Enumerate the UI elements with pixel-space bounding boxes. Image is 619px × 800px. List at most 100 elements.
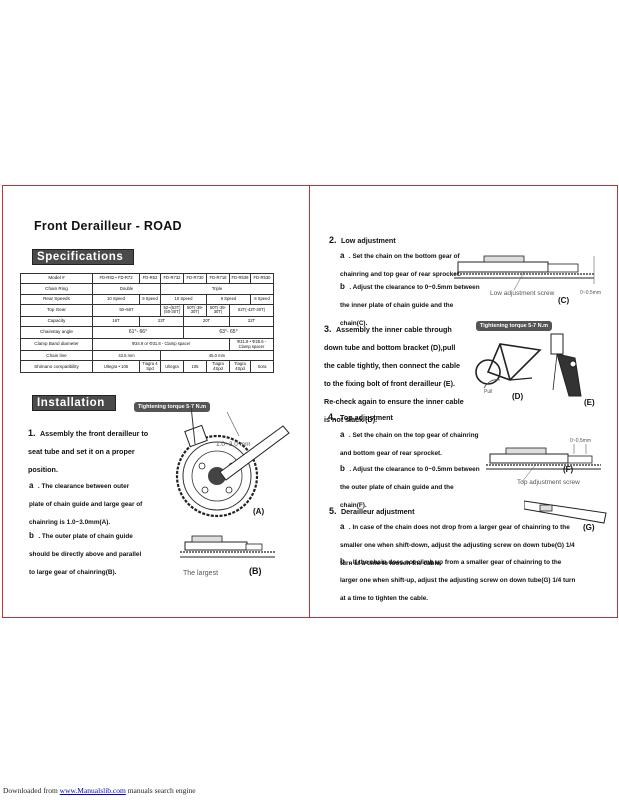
- table-cell: Tiagra 4Spd: [229, 360, 251, 374]
- table-cell: 52T(-42T-30T): [229, 303, 274, 317]
- sheet-right-border: [617, 186, 618, 617]
- table-cell: FD-R718: [206, 272, 230, 285]
- top-screw-label: Top adjustment screw: [517, 479, 580, 486]
- download-footer: Downloaded from www.Manualslib.com manua…: [3, 786, 196, 795]
- torque-badge: Tightening torque 5-7 N.m: [134, 402, 211, 412]
- sub-letter: a: [29, 481, 34, 490]
- table-row: Clamp Band diameter Φ34.9 or Φ31.8 - Cla…: [20, 338, 274, 352]
- step-1: 1. Assembly the front derailleur to seat…: [28, 423, 158, 477]
- table-cell: Φ34.9 or Φ31.8 - Clamp spacer: [92, 338, 230, 352]
- dimension-label-c: 0~0.5mm: [580, 290, 601, 296]
- installation-heading: Installation: [32, 395, 116, 411]
- sub-text: . Adjust the clearance to 0~0.5mm betwee…: [340, 284, 480, 327]
- step-1b: b . The outer plate of chain guide shoul…: [29, 525, 145, 579]
- spec-table: Model # FD-R82 • FD-R72 FD-R52 FD-R732 F…: [20, 272, 274, 374]
- step-4b: b . Adjust the clearance to 0~0.5mm betw…: [340, 458, 480, 512]
- table-cell: Ultegra • 105: [92, 360, 140, 374]
- row-label-shimano: Shimano compatibility: [20, 360, 93, 374]
- step-5: 5. Derailleur adjustment: [329, 501, 414, 519]
- step-number: 1.: [28, 428, 36, 438]
- sub-letter: a: [340, 430, 345, 439]
- table-row: Top Gear 50~56T 52~(53T) (50-30T) 50T(-3…: [20, 303, 274, 317]
- page-title: Front Derailleur - ROAD: [34, 219, 182, 233]
- table-cell: 9 Speed: [139, 293, 161, 305]
- table-cell: 45.0 mm: [160, 350, 274, 362]
- table-cell: 20T: [183, 315, 230, 328]
- table-row: Rear Speeds 10 Speed 9 Speed 10 Speed 9 …: [20, 293, 274, 305]
- figure-c-low-adjust: [454, 255, 595, 291]
- step-text: Low adjustment: [340, 236, 396, 245]
- step-number: 4.: [328, 412, 336, 422]
- table-row: Chain line 43.5 mm 45.0 mm: [20, 350, 274, 362]
- table-cell: 10 Speed: [92, 293, 140, 305]
- figure-label-c: (C): [558, 296, 570, 305]
- figure-b-derailleur: [180, 535, 275, 558]
- table-cell: FD-R539: [229, 272, 251, 285]
- largest-label: The largest: [183, 570, 219, 577]
- table-cell: 16T: [92, 315, 140, 328]
- manual-sheet: [2, 185, 618, 618]
- figure-label-b: (B): [249, 566, 262, 576]
- sub-letter: b: [340, 557, 345, 566]
- sub-text: . Set the chain on the bottom gear of ch…: [340, 253, 461, 278]
- table-cell: 105: [183, 360, 207, 374]
- sub-text: . Set the chain on the top gear of chain…: [340, 432, 479, 457]
- row-label-top-gear: Top Gear: [20, 303, 93, 317]
- figure-d-frame: [475, 343, 542, 389]
- table-cell: 43.5 mm: [92, 350, 161, 362]
- step-5b: b . If the chain does not climb up from …: [340, 551, 580, 605]
- sub-text: . If the chain does not climb up from a …: [340, 559, 576, 602]
- step-number: 2.: [329, 235, 337, 245]
- figure-e-derailleur: [550, 333, 582, 397]
- step-4: 4. Top adjustment: [328, 407, 393, 425]
- specifications-heading: Specifications: [32, 249, 134, 265]
- table-cell: FD-R82 • FD-R72: [92, 272, 140, 285]
- figure-label-f: (F): [563, 465, 574, 474]
- sub-text: . Adjust the clearance to 0~0.5mm betwee…: [340, 466, 480, 509]
- step-1a: a . The clearance between outer plate of…: [29, 475, 145, 529]
- table-cell: 61°- 66°: [92, 326, 184, 340]
- sub-text: . The clearance between outer plate of c…: [29, 483, 143, 526]
- step-text: Assembly the front derailleur to seat tu…: [28, 429, 149, 474]
- table-row: Chain Ring Double Triple: [20, 283, 274, 295]
- sub-letter: a: [340, 251, 345, 260]
- step-2: 2. Low adjustment: [329, 230, 396, 248]
- table-cell: FD-R730: [183, 272, 207, 285]
- step-number: 5.: [329, 506, 337, 516]
- table-cell: Tiagra 4Spd: [206, 360, 230, 374]
- step-2a: a . Set the chain on the bottom gear of …: [340, 245, 480, 281]
- sub-letter: b: [340, 282, 345, 291]
- table-cell: 50~56T: [92, 303, 161, 317]
- row-label-capacity: Capacity: [20, 315, 93, 328]
- footer-prefix: Downloaded from: [3, 786, 60, 795]
- row-label-clamp-band: Clamp Band diameter: [20, 338, 93, 352]
- table-cell: 50T(-39-30T): [206, 303, 230, 317]
- table-cell: Tiagra 4 Spd: [139, 360, 161, 374]
- step-4a: a . Set the chain on the top gear of cha…: [340, 424, 480, 460]
- sub-letter: a: [340, 522, 345, 531]
- table-row: Chainstay angle 61°- 66° 63°- 65°: [20, 326, 274, 340]
- table-cell: 10 Speed: [160, 293, 207, 305]
- sub-text: . In case of the chain does not drop fro…: [340, 524, 575, 567]
- row-label-model: Model #: [20, 272, 93, 285]
- figure-label-a: (A): [253, 507, 265, 516]
- table-cell: Double: [92, 283, 161, 295]
- table-cell: Ultegra: [160, 360, 184, 374]
- table-cell: 22T: [229, 315, 274, 328]
- step-text: Derailleur adjustment: [340, 507, 415, 516]
- manualslib-link[interactable]: www.Manualslib.com: [59, 786, 126, 795]
- page-fold-line: [309, 185, 310, 618]
- table-cell: FD-R732: [160, 272, 184, 285]
- table-cell: FD-R52: [139, 272, 161, 285]
- table-cell: 63°- 65°: [183, 326, 274, 340]
- step-5a: a . In case of the chain does not drop f…: [340, 516, 580, 570]
- dimension-label-f: 0~0.5mm: [570, 438, 591, 444]
- step-2b: b . Adjust the clearance to 0~0.5mm betw…: [340, 276, 480, 330]
- table-row: Shimano compatibility Ultegra • 105 Tiag…: [20, 360, 274, 374]
- figure-label-g: (G): [583, 523, 595, 532]
- step-text: Assembly the inner cable through down tu…: [324, 325, 464, 424]
- table-cell: FD-R530: [250, 272, 274, 285]
- sheet-left-border: [2, 186, 3, 617]
- table-cell: 50T(-39-30T): [183, 303, 207, 317]
- table-cell: 23T: [139, 315, 184, 328]
